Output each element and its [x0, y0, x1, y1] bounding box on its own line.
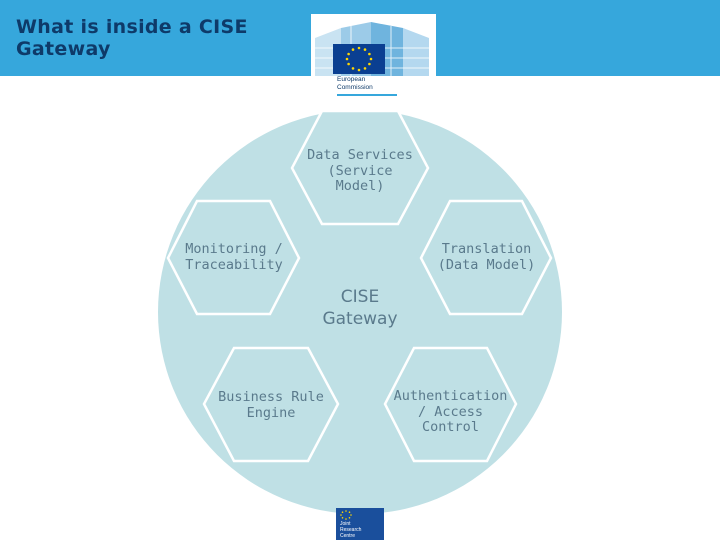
jrc-text: Joint Research Centre — [340, 521, 384, 539]
jrc-logo: Joint Research Centre — [336, 508, 384, 540]
eu-flag-building-icon — [315, 22, 429, 76]
logo-line-1: European — [337, 76, 366, 83]
eu-stars-icon — [340, 510, 352, 520]
slide-title: What is inside a CISE Gateway — [16, 16, 248, 60]
jrc-line-1: Joint — [340, 521, 351, 527]
node-authentication: Authentication / Access Control — [393, 388, 508, 435]
node-data-services: Data Services (Service Model) — [307, 147, 413, 194]
logo-line-2: Commission — [337, 84, 373, 91]
hexagon-business-rule — [202, 346, 340, 463]
logo-underline — [337, 94, 397, 96]
hexagon-monitoring — [166, 199, 301, 316]
jrc-line-2: Research — [340, 527, 362, 533]
hexagon-authentication — [383, 346, 518, 463]
jrc-line-3: Centre — [340, 533, 356, 539]
node-business-rule: Business Rule Engine — [218, 389, 324, 421]
hexagon-data-services — [290, 109, 430, 226]
node-translation: Translation (Data Model) — [437, 241, 536, 273]
node-monitoring: Monitoring / Traceability — [185, 241, 283, 273]
european-commission-logo: European Commission — [311, 14, 436, 100]
center-label: CISE Gateway — [322, 287, 398, 329]
hexagon-translation — [419, 199, 553, 316]
logo-text: European Commission — [337, 76, 397, 92]
